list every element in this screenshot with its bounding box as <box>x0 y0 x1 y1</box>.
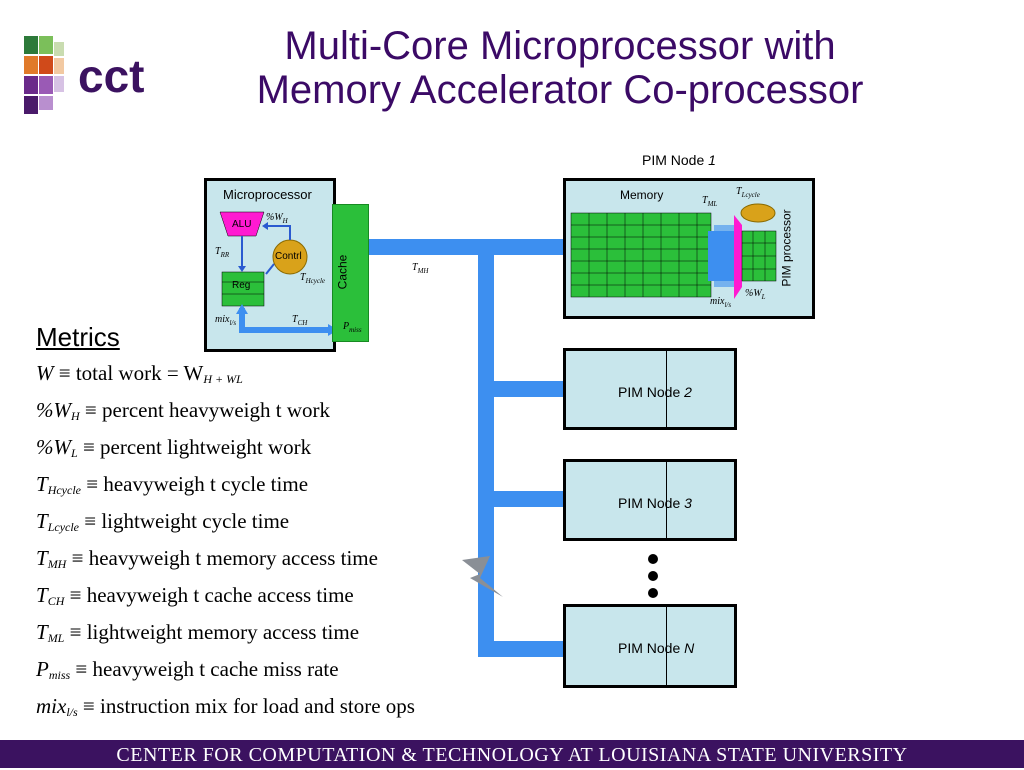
metric-mix: mixl/s ≡ instruction mix for load and st… <box>36 694 415 719</box>
metrics-heading: Metrics <box>36 322 120 352</box>
metric-tmh: TMH ≡ heavyweigh t memory access time <box>36 546 378 571</box>
label-pct-wl: %WL <box>745 288 766 301</box>
label-pmiss: Pmiss <box>343 321 362 334</box>
metric-pct-wl: %WL ≡ percent lightweight work <box>36 435 312 460</box>
label-tch: TCH <box>292 314 308 327</box>
memory-label: Memory <box>620 188 664 202</box>
slide-title: Multi-Core Microprocessor with Memory Ac… <box>180 24 940 112</box>
footer-bar: CENTER FOR COMPUTATION & TECHNOLOGY AT L… <box>0 740 1024 768</box>
pim-node-n-box: PIM Node N <box>563 604 737 688</box>
label-tml: TML <box>702 195 718 208</box>
bus-branch-node3 <box>478 491 565 507</box>
metric-tlcycle: TLcycle ≡ lightweight cycle time <box>36 509 290 534</box>
label-tmh: TMH <box>412 262 429 275</box>
label-pct-wh: %WH <box>266 212 288 225</box>
microprocessor-internals <box>219 211 338 336</box>
cache-label: Cache <box>335 254 350 290</box>
bus-main <box>367 239 565 255</box>
metric-pmiss: Pmiss ≡ heavyweigh t cache miss rate <box>36 657 339 682</box>
label-thcycle: THcycle <box>300 272 325 285</box>
ellipsis-dot <box>648 588 658 598</box>
reg-label: Reg <box>232 280 251 291</box>
metric-tml: TML ≡ lightweight memory access time <box>36 620 360 645</box>
metric-thcycle: THcycle ≡ heavyweigh t cycle time <box>36 472 309 497</box>
label-trr: TRR <box>215 246 230 259</box>
pim-node-1-title: PIM Node 1 <box>642 152 716 168</box>
pim-node-2-label: PIM Node 2 <box>618 384 692 400</box>
ellipsis-dot <box>648 554 658 564</box>
label-mix: mixl/s <box>215 314 237 327</box>
title-line-1: Multi-Core Microprocessor with <box>284 24 836 68</box>
reg-shape <box>221 271 265 307</box>
alu-label: ALU <box>232 219 252 230</box>
pim-node-3-box: PIM Node 3 <box>563 459 737 541</box>
metric-pct-wh: %WH ≡ percent heavyweigh t work <box>36 398 331 423</box>
pim-node-n-label: PIM Node N <box>618 640 695 656</box>
label-tlcycle: TLcycle <box>736 186 760 199</box>
microprocessor-label: Microprocessor <box>223 187 312 202</box>
logo-text: cct <box>78 50 144 102</box>
pim-node-2-box: PIM Node 2 <box>563 348 737 430</box>
pim-node-3-label: PIM Node 3 <box>618 495 692 511</box>
contrl-label: Contrl <box>275 251 302 262</box>
cct-logo: cct <box>22 36 182 116</box>
metric-w: W ≡ total work = WH + WL <box>36 361 243 386</box>
ellipsis-dot <box>648 571 658 581</box>
microprocessor-box: Microprocessor <box>204 178 336 352</box>
lightning-bolt-icon <box>462 556 503 597</box>
pim-node-1-internals <box>570 203 777 299</box>
metric-tch: TCH ≡ heavyweigh t cache access time <box>36 583 354 608</box>
label-mix-pim: mixl/s <box>710 296 732 309</box>
bus-vertical <box>478 239 494 657</box>
alu-shape <box>219 211 265 237</box>
bus-branch-node2 <box>478 381 565 397</box>
title-line-2: Memory Accelerator Co-processor <box>256 68 864 112</box>
cache-block: Cache Pmiss <box>332 204 369 342</box>
footer-text: CENTER FOR COMPUTATION & TECHNOLOGY AT L… <box>116 744 908 766</box>
bus-branch-noden <box>478 641 565 657</box>
